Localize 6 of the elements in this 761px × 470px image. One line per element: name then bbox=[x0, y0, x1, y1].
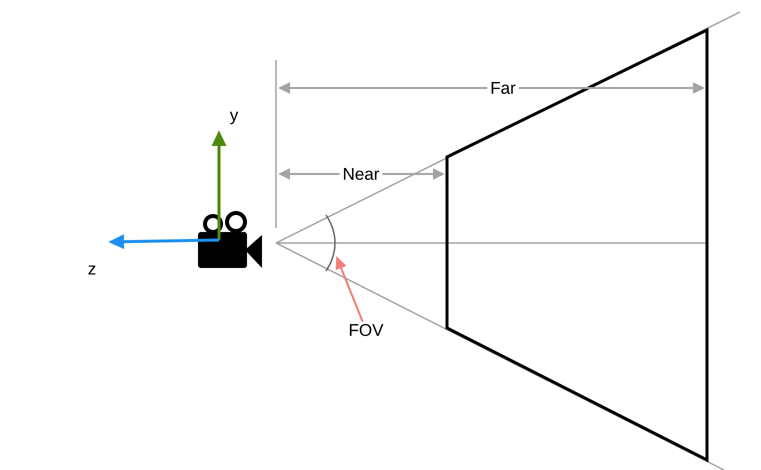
dimension-label: Far bbox=[487, 79, 519, 97]
dimension-label: Near bbox=[340, 165, 382, 183]
angle-arc bbox=[325, 214, 336, 272]
axis-label: y bbox=[230, 112, 238, 124]
axis-label: z bbox=[88, 266, 96, 274]
fov-label: FOV bbox=[350, 324, 384, 336]
